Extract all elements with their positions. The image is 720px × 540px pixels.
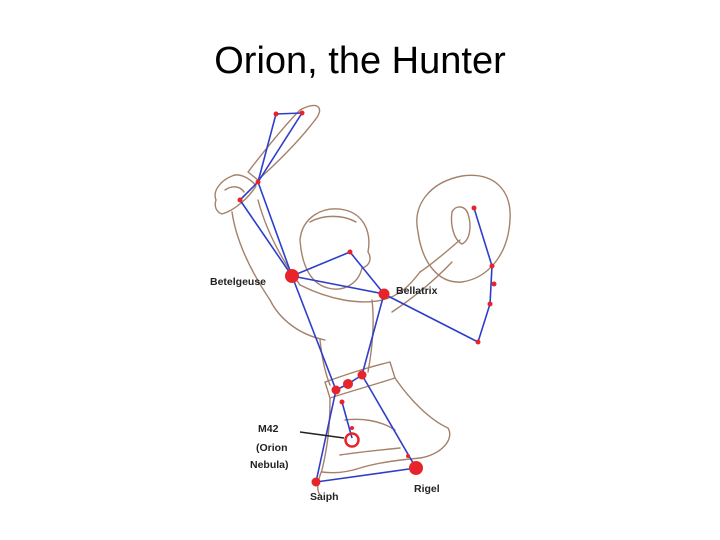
star-belt-left [331, 385, 341, 395]
star-belt-right [357, 370, 367, 380]
star-hand [237, 197, 243, 203]
star-club-top-right [299, 110, 305, 116]
label-betelgeuse: Betelgeuse [210, 276, 266, 288]
star-bellatrix [378, 288, 390, 300]
label-saiph: Saiph [310, 491, 339, 503]
star-betelgeuse [285, 269, 299, 283]
star-club-base [255, 179, 261, 185]
slide-title: Orion, the Hunter [214, 40, 506, 82]
star-sword-upper [350, 426, 354, 430]
label-m42-nebula: Nebula) [250, 459, 289, 471]
star-shield-2 [489, 263, 495, 269]
star-saiph [311, 477, 321, 487]
m42-nebula-marker [344, 432, 360, 448]
hunter-figure-outline [214, 104, 511, 496]
star-shield-4 [487, 301, 493, 307]
star-shield-3 [491, 281, 497, 287]
m42-pointer-line [299, 431, 345, 439]
star-sword [339, 399, 345, 405]
star-rigel [409, 461, 423, 475]
star-shield-5 [475, 339, 481, 345]
label-rigel: Rigel [414, 483, 440, 495]
star-head [347, 249, 353, 255]
star-labels: Betelgeuse Bellatrix M42 (Orion Nebula) … [210, 276, 440, 503]
label-bellatrix: Bellatrix [396, 285, 438, 297]
star-club-top-left [273, 111, 279, 117]
star-rigel-companion [406, 454, 410, 458]
star-shield-1 [471, 205, 477, 211]
star-belt-middle [343, 379, 353, 389]
stars [237, 110, 497, 487]
constellation-lines [239, 112, 493, 483]
label-m42: M42 [258, 423, 279, 435]
label-m42-orion: (Orion [256, 442, 288, 454]
